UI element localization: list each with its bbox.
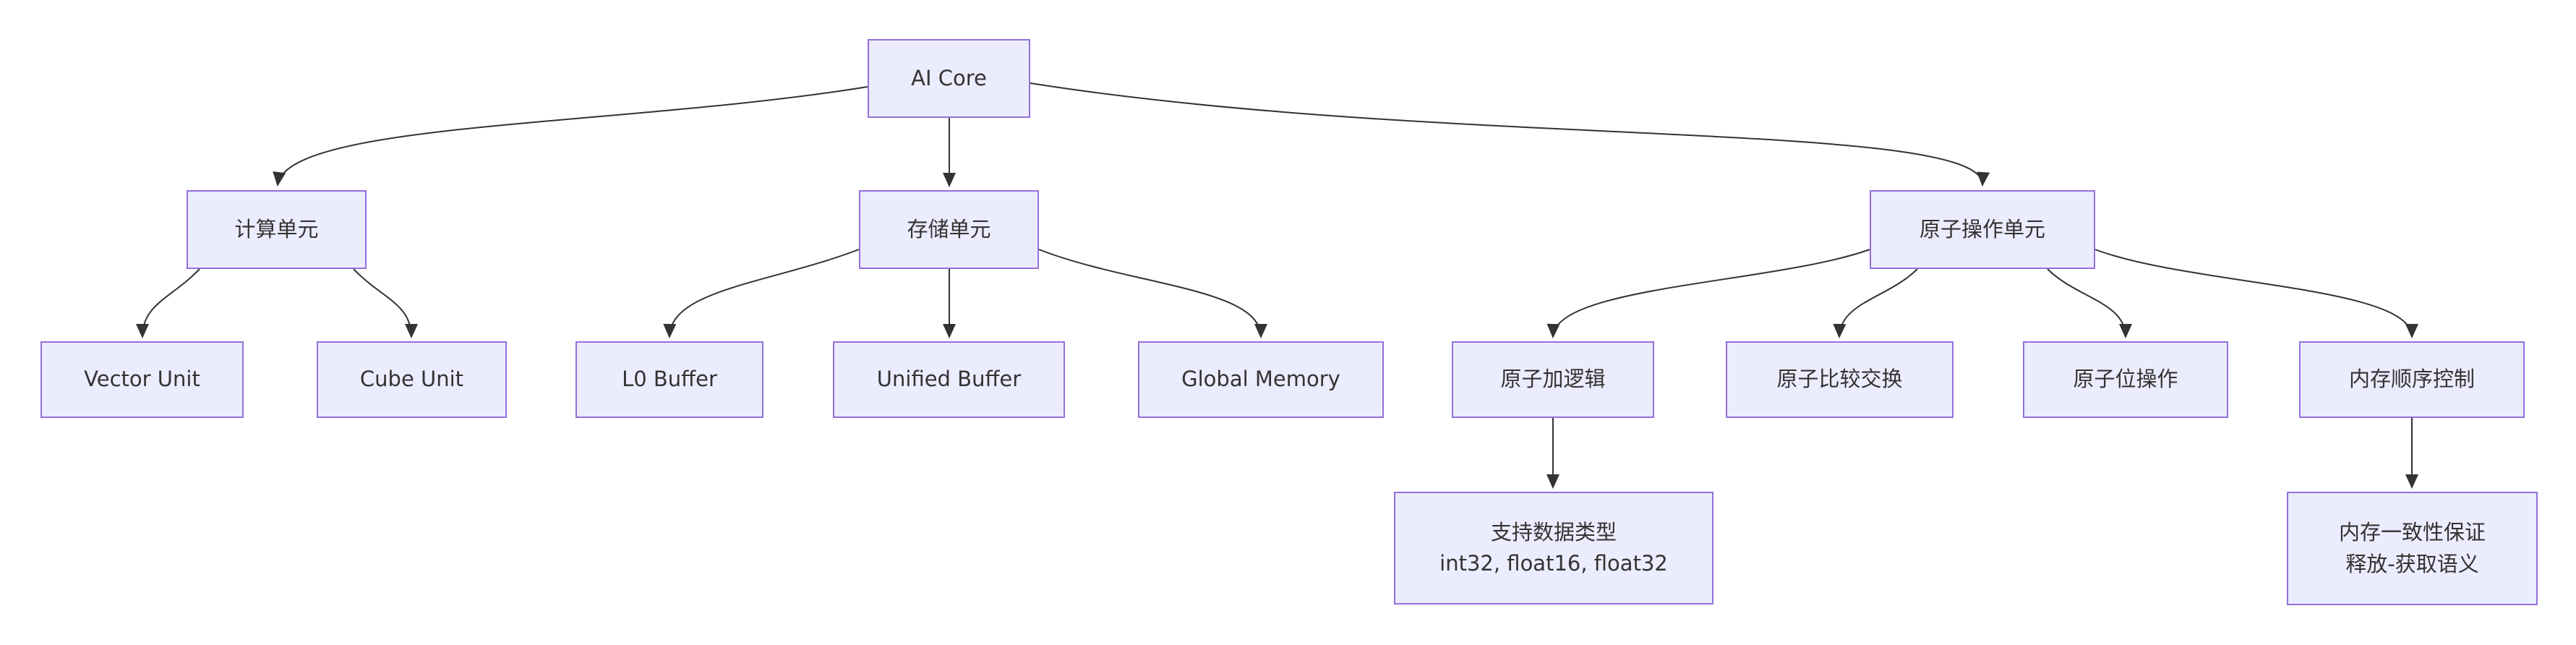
node-label: Global Memory — [1181, 367, 1340, 392]
node-label: 存储单元 — [907, 216, 991, 242]
node-unified-buffer: Unified Buffer — [833, 341, 1065, 418]
node-label: Cube Unit — [359, 367, 464, 392]
edge-compute-vector — [136, 268, 200, 338]
node-label: L0 Buffer — [622, 367, 717, 392]
node-global-memory: Global Memory — [1138, 341, 1384, 418]
node-atomic-unit: 原子操作单元 — [1870, 190, 2095, 269]
node-label: 原子比较交换 — [1776, 367, 1903, 392]
node-label: 原子操作单元 — [1919, 216, 2045, 242]
node-label: 内存顺序控制 — [2348, 367, 2475, 392]
edge-storage-l0 — [663, 249, 860, 338]
node-label-line2: 释放-获取语义 — [2345, 551, 2479, 576]
edge-storage-global — [1038, 249, 1267, 338]
node-atomic-add: 原子加逻辑 — [1452, 341, 1654, 418]
node-compute-unit: 计算单元 — [187, 190, 367, 269]
node-atomic-cas: 原子比较交换 — [1726, 341, 1954, 418]
edge-compute-cube — [353, 268, 418, 338]
node-data-types: 支持数据类型 int32, float16, float32 — [1394, 492, 1713, 605]
node-label: 计算单元 — [234, 216, 319, 242]
node-l0-buffer: L0 Buffer — [575, 341, 763, 418]
node-vector-unit: Vector Unit — [40, 341, 244, 418]
edge-atomic-bit — [2047, 268, 2132, 338]
node-label: 原子加逻辑 — [1500, 367, 1606, 392]
node-atomic-bit: 原子位操作 — [2023, 341, 2228, 418]
node-label-line1: 内存一致性保证 — [2338, 520, 2486, 544]
node-label: 原子位操作 — [2073, 367, 2178, 392]
node-label-line1: 支持数据类型 — [1490, 519, 1617, 544]
node-storage-unit: 存储单元 — [859, 190, 1039, 269]
edge-atomic-order — [2094, 249, 2418, 338]
node-label-line2: int32, float16, float32 — [1439, 551, 1668, 576]
node-label: Vector Unit — [84, 367, 200, 392]
node-cube-unit: Cube Unit — [317, 341, 507, 418]
edge-atomic-add — [1546, 249, 1870, 338]
node-ai-core: AI Core — [868, 39, 1030, 118]
edge-atomic-cas — [1833, 268, 1918, 338]
node-label: AI Core — [911, 65, 987, 90]
edge-aicore-atomic — [1030, 82, 1990, 187]
node-memory-order: 内存顺序控制 — [2299, 341, 2525, 418]
edge-aicore-compute — [273, 86, 868, 187]
node-memory-consistency: 内存一致性保证 释放-获取语义 — [2287, 492, 2538, 605]
node-label: Unified Buffer — [876, 367, 1022, 392]
